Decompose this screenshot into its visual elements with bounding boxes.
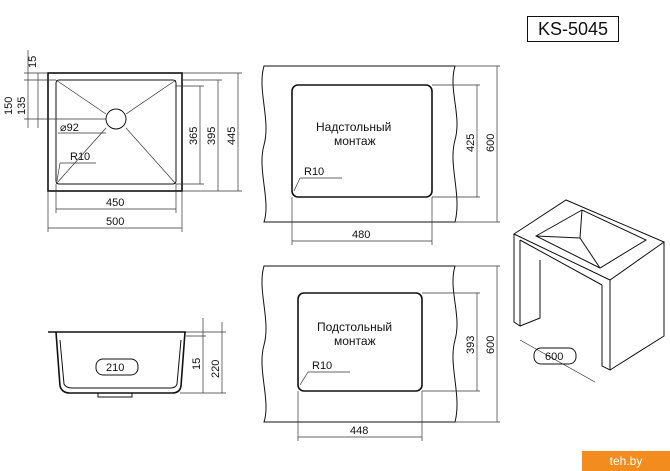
under-mount-title-2: монтаж xyxy=(334,334,376,348)
top-mount-title-1: Надстольный xyxy=(316,120,391,134)
depth-label-box xyxy=(95,358,139,376)
dim-drain-offset-inner: 135 xyxy=(16,97,28,115)
dim-top-margin: 15 xyxy=(27,56,39,68)
dim-drain-diameter: ⌀92 xyxy=(60,122,79,134)
dim-rim: 15 xyxy=(191,358,203,370)
cabinet-width: 600 xyxy=(545,351,563,363)
top-mount-title-2: монтаж xyxy=(334,134,376,148)
model-code: KS-5045 xyxy=(537,18,609,39)
top-mount-cut-height: 425 xyxy=(465,134,477,152)
dim-inner-width: 450 xyxy=(106,197,124,209)
drain-hole xyxy=(105,108,127,130)
cabinet-isometric: 600 xyxy=(512,199,666,383)
dim-total-height: 220 xyxy=(210,360,222,378)
cabinet-width-box xyxy=(533,347,577,365)
side-view: 210 15 220 xyxy=(48,318,226,398)
top-mount-radius: R10 xyxy=(304,166,324,178)
under-mount-cutout xyxy=(297,292,423,392)
inner-bowl xyxy=(55,79,177,185)
watermark-text: teh.by xyxy=(609,454,643,468)
dim-outer-width: 500 xyxy=(106,216,124,228)
dim-outer-height: 445 xyxy=(226,127,238,145)
under-mount-view: Подстольный монтаж R10 448 393 600 xyxy=(261,265,500,441)
top-mount-cutout xyxy=(291,84,433,198)
under-mount-radius: R10 xyxy=(312,360,332,372)
model-code-box: KS-5045 xyxy=(527,16,619,42)
watermark-badge: teh.by xyxy=(582,451,670,471)
under-mount-cut-width: 448 xyxy=(350,425,368,437)
under-mount-cabinet-depth: 600 xyxy=(485,336,497,354)
top-mount-cabinet-depth: 600 xyxy=(485,134,497,152)
dim-mid-height: 395 xyxy=(206,127,218,145)
under-mount-cut-height: 393 xyxy=(465,336,477,354)
dim-drain-offset-outer: 150 xyxy=(3,97,15,115)
outer-rim xyxy=(47,72,183,192)
under-mount-title-1: Подстольный xyxy=(317,320,392,334)
dim-depth: 210 xyxy=(106,362,124,374)
top-mount-cut-width: 480 xyxy=(352,229,370,241)
top-view: 15 150 135 ⌀92 R10 450 500 365 395 445 xyxy=(3,50,242,232)
top-mount-view: Надстольный монтаж R10 480 425 600 xyxy=(261,65,500,245)
dim-inner-radius: R10 xyxy=(70,151,90,163)
dim-inner-height: 365 xyxy=(188,127,200,145)
